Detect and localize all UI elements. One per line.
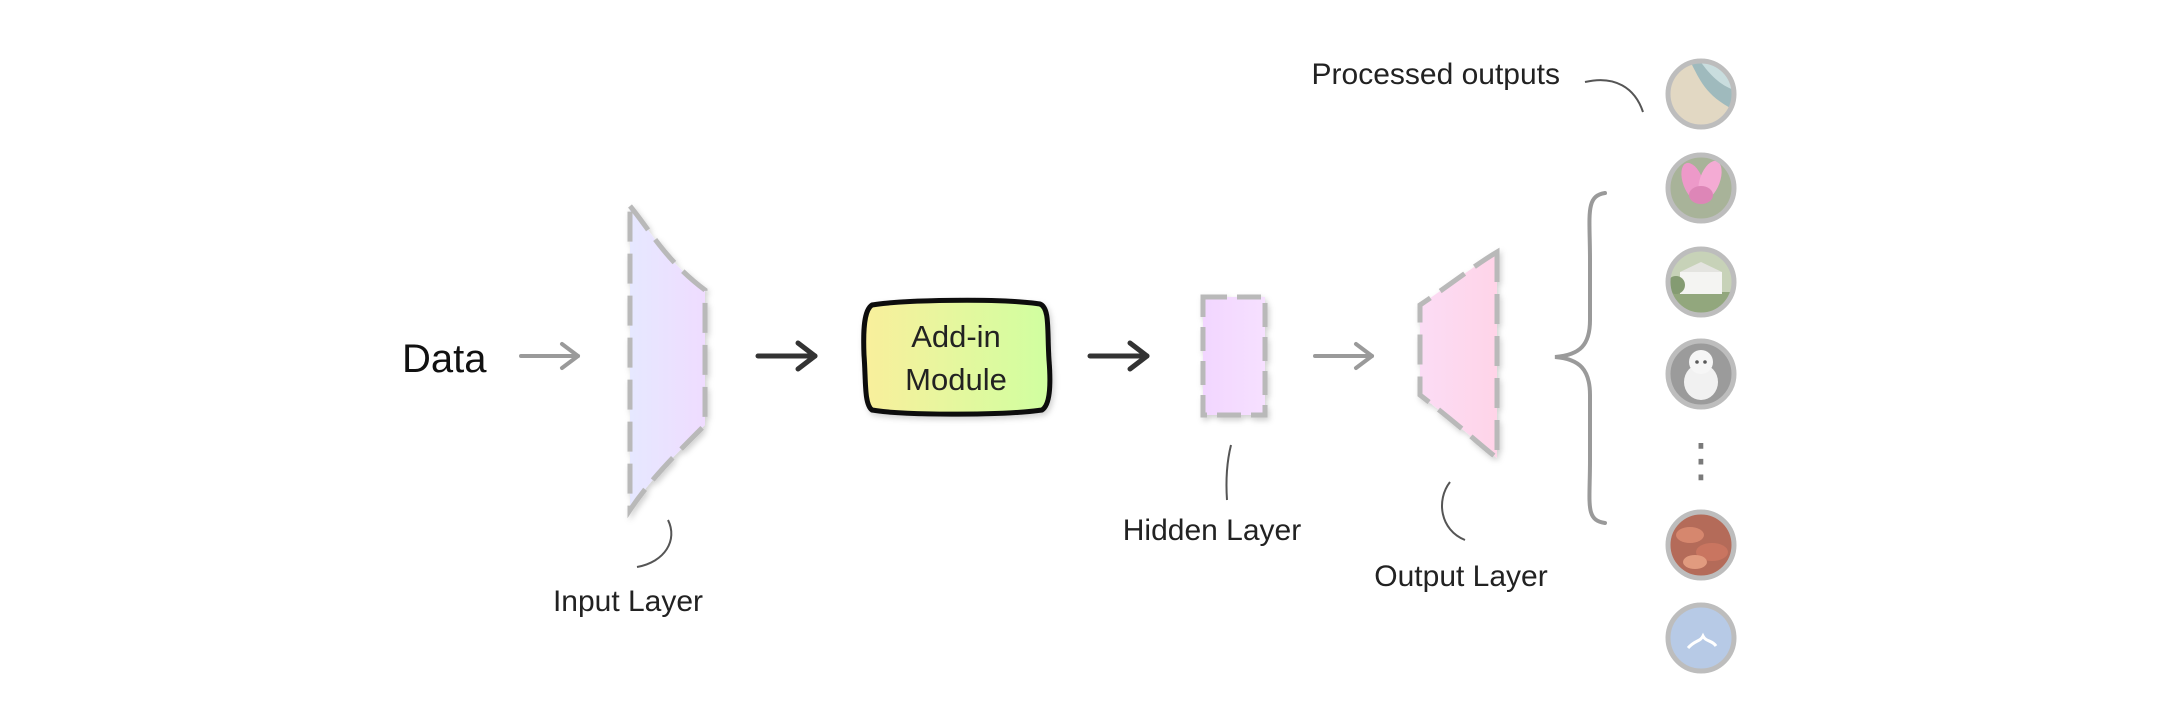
arrow-input-to-addin — [755, 340, 818, 372]
input-layer-label: Input Layer — [553, 585, 703, 618]
bird-sky-thumbnail — [1665, 602, 1737, 674]
addin-module — [861, 297, 1053, 417]
processed-outputs-annotation-line — [1584, 79, 1644, 113]
input-layer-shape — [627, 199, 708, 519]
coast-thumbnail — [1665, 58, 1737, 130]
addin-module-label-line2: Module — [905, 362, 1007, 397]
outputs-brace — [1554, 191, 1607, 525]
arrow-hidden-to-output — [1313, 342, 1374, 370]
output-layer-label: Output Layer — [1374, 560, 1547, 593]
more-outputs-ellipsis: ⋮ — [1678, 434, 1724, 486]
arrow-data-to-input — [519, 342, 580, 370]
food-thumbnail — [1665, 509, 1737, 581]
hidden-layer-shape — [1200, 294, 1268, 418]
dog-thumbnail — [1665, 338, 1737, 410]
output-layer-shape — [1417, 247, 1500, 464]
data-label: Data — [402, 337, 487, 381]
output-layer-annotation-line — [1441, 481, 1466, 541]
processed-outputs-label: Processed outputs — [1312, 58, 1560, 91]
flower-thumbnail — [1665, 152, 1737, 224]
building-thumbnail — [1665, 246, 1737, 318]
hidden-layer-label: Hidden Layer — [1123, 514, 1301, 547]
input-layer-annotation-line — [636, 519, 673, 568]
addin-module-label-line1: Add-in — [911, 319, 1001, 354]
hidden-layer-annotation-line — [1225, 444, 1232, 501]
arrow-addin-to-hidden — [1087, 340, 1150, 372]
